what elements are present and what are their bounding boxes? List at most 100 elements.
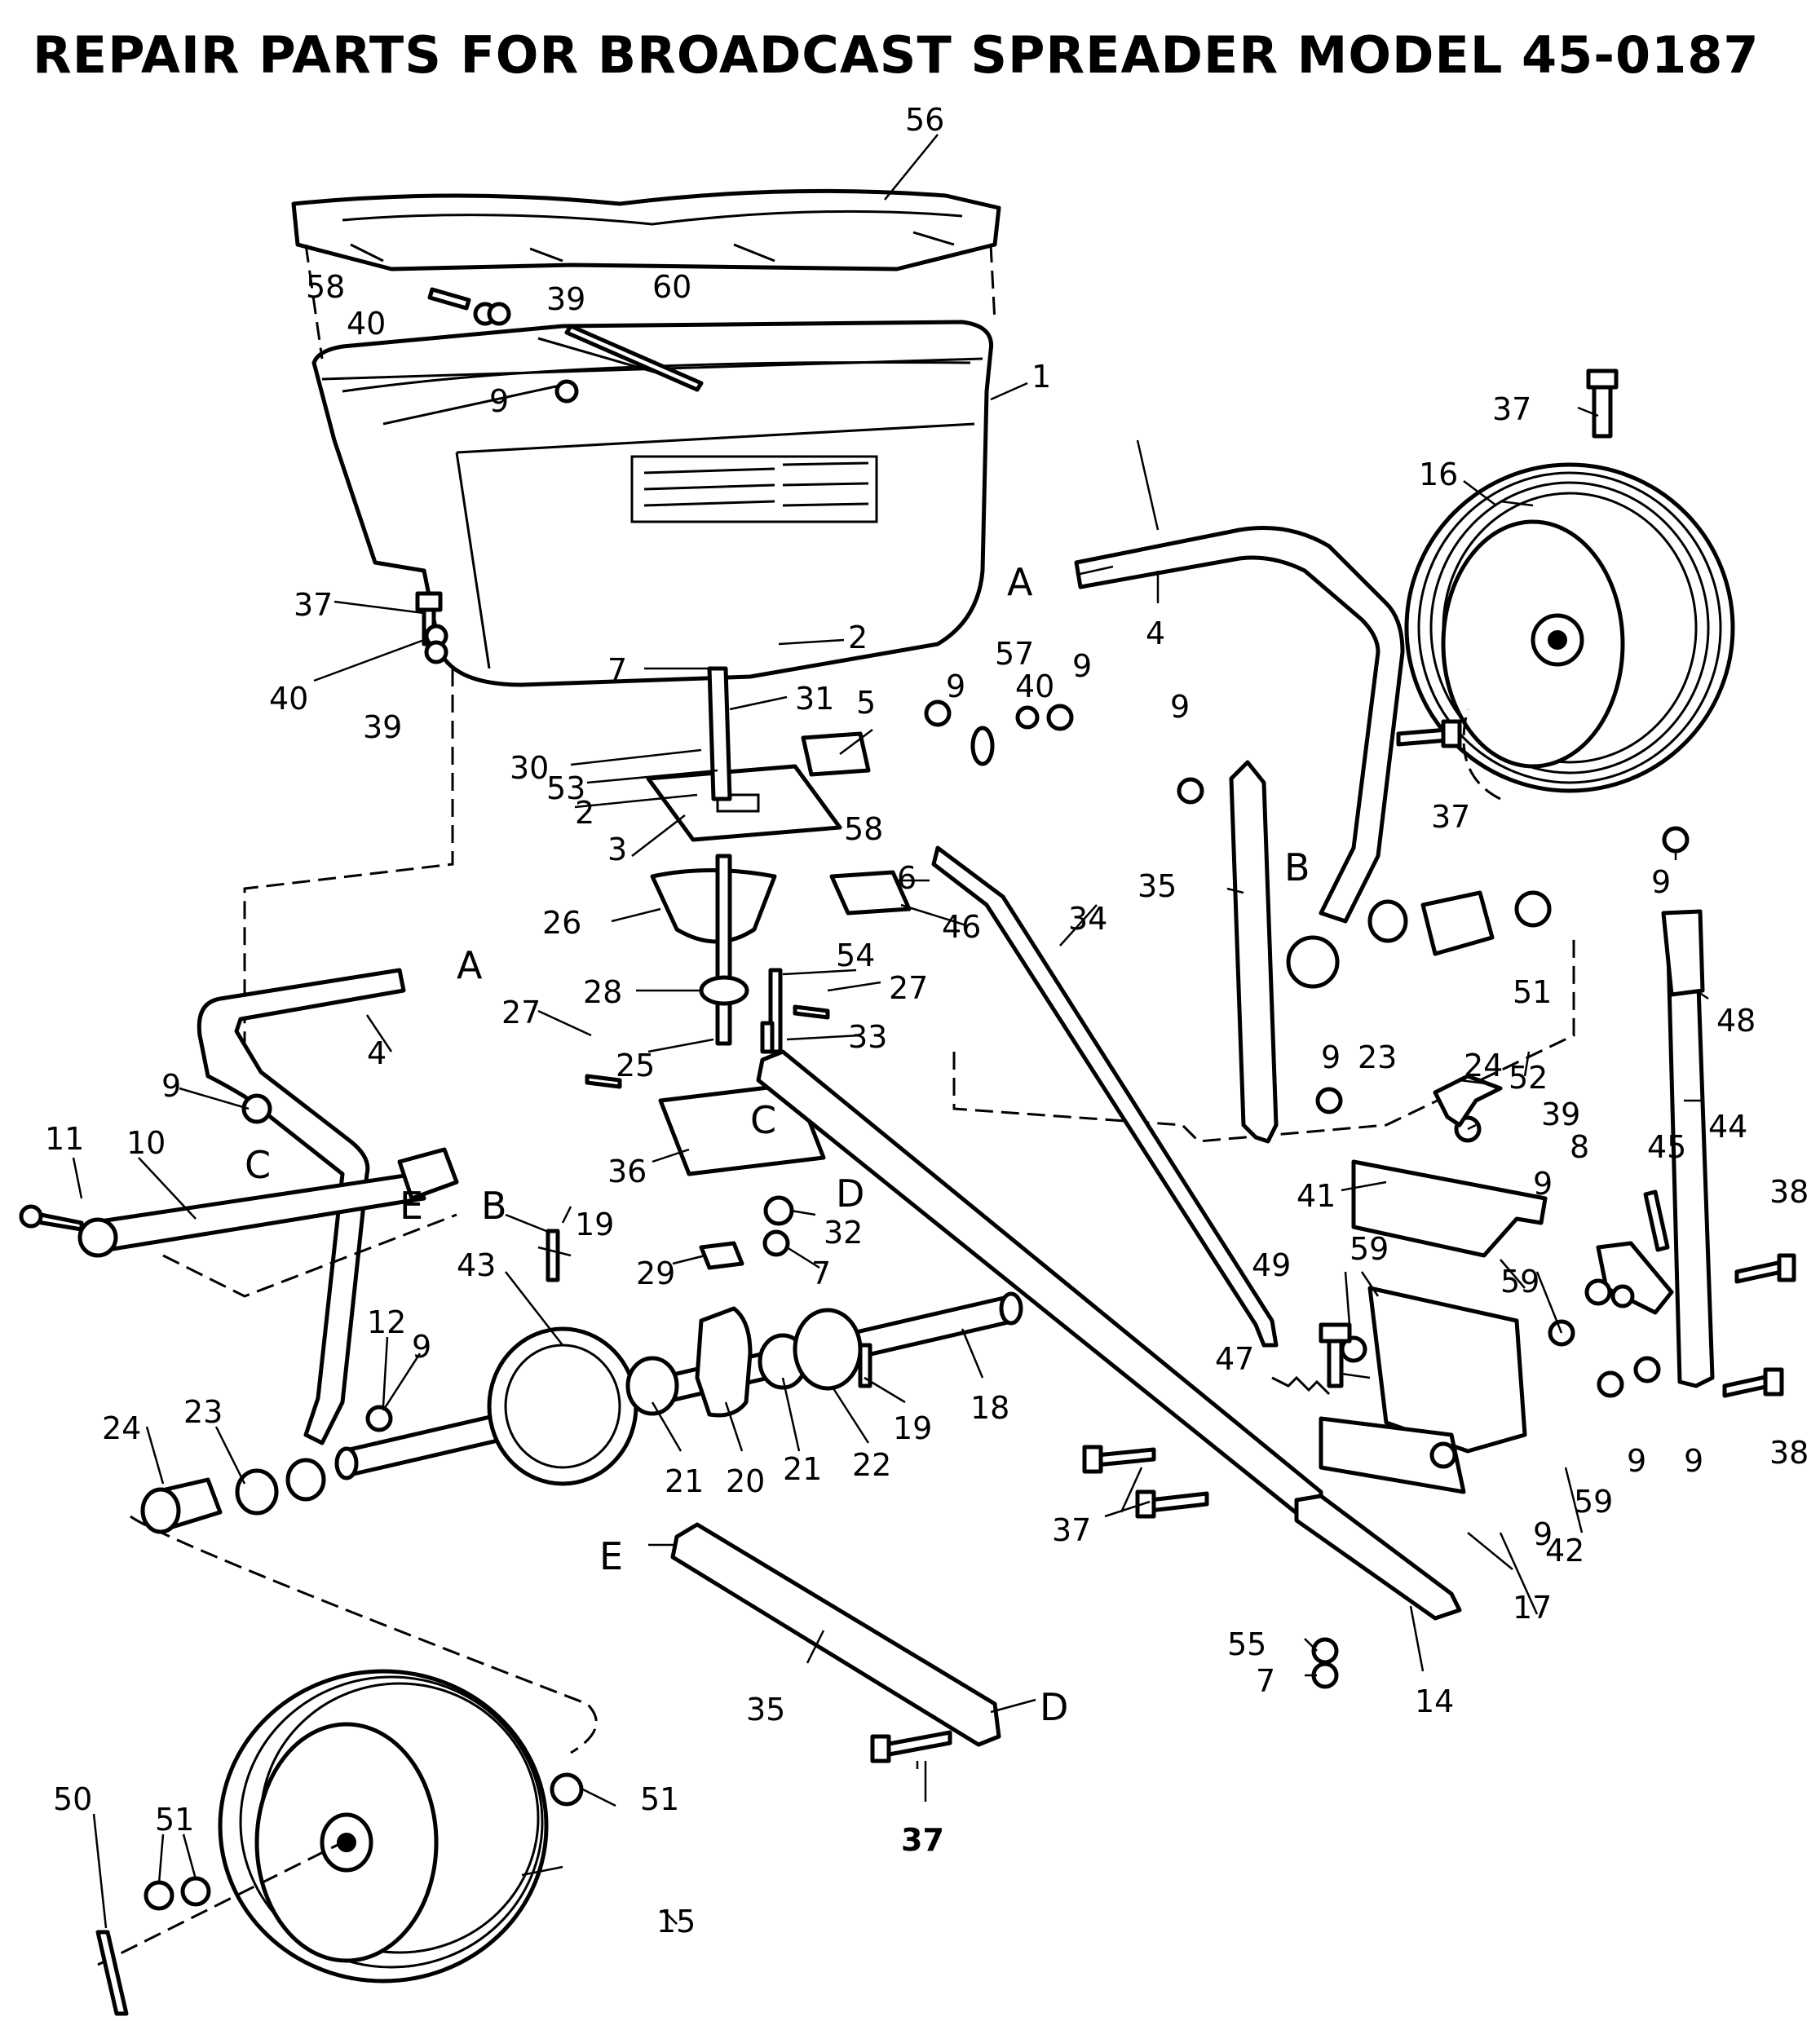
callout-38b: 38 [1769,1435,1809,1471]
frame-guide [952,938,1575,1143]
callout-35b: 35 [746,1692,785,1728]
callout-9a: 9 [489,383,509,419]
axle-guide-center [97,1841,343,1966]
connector-b-left: B [481,1184,507,1228]
callout-6: 6 [897,860,917,896]
connector-letters: A A B B C C D D E E [245,560,1310,1729]
callout-5: 5 [856,685,876,721]
callout-30: 30 [510,750,549,786]
callout-27b: 27 [889,970,928,1006]
callout-8: 8 [1570,1129,1589,1165]
callout-36: 36 [607,1154,647,1189]
callout-24a: 24 [1464,1048,1503,1083]
connector-d-lower: D [1040,1685,1068,1729]
cover-guide-right [989,244,996,323]
callout-26: 26 [542,905,581,941]
callout-59b: 59 [1500,1264,1539,1300]
callout-50: 50 [53,1781,92,1817]
connector-b-right: B [1284,845,1310,889]
callout-40b: 40 [269,681,308,717]
callout-9c: 9 [1072,648,1092,684]
callout-7c: 7 [1256,1663,1275,1699]
hardware-parts [95,287,1796,2016]
callout-58a: 58 [306,269,345,305]
mount-guide-left [243,669,454,1092]
callout-9h: 9 [412,1329,431,1365]
cover-guide-left [304,244,324,360]
wheel-right [1404,462,1735,793]
callout-40c: 40 [1015,669,1054,704]
callout-19a: 19 [575,1207,614,1242]
callout-57: 57 [995,636,1034,672]
callout-60: 60 [652,269,691,305]
callout-18: 18 [970,1390,1009,1426]
connector-d-bar: D [836,1172,864,1216]
hitch-bracket [1294,1494,1462,1621]
callout-37e: 37 [901,1822,944,1858]
connector-a-right: A [1007,560,1033,604]
callout-23a: 23 [1358,1039,1397,1075]
callout-7b: 7 [811,1255,831,1291]
callout-59c: 59 [1574,1484,1613,1520]
callout-16: 16 [1419,457,1458,492]
connector-e-lower: E [599,1534,623,1578]
callout-9d: 9 [1170,689,1190,725]
callout-32: 32 [824,1215,863,1251]
callout-38a: 38 [1769,1174,1809,1210]
callout-49: 49 [1252,1247,1291,1283]
connector-c-plate: C [750,1098,776,1142]
callout-21b: 21 [783,1451,822,1487]
callout-9k: 9 [1684,1443,1703,1479]
connector-e-left: E [400,1184,423,1228]
callout-58b: 58 [844,811,883,847]
callout-7: 7 [607,652,627,688]
brace-lower [670,1522,1001,1747]
callout-39a: 39 [546,281,585,317]
connector-c-left: C [245,1143,271,1187]
callout-20: 20 [726,1463,765,1499]
lever-8 [1596,1241,1674,1315]
cross-bar [19,1147,459,1258]
callout-52: 52 [1509,1060,1548,1096]
callout-59a: 59 [1350,1231,1389,1267]
callout-37d: 37 [1052,1512,1091,1548]
callout-48: 48 [1716,1003,1756,1039]
callout-9g: 9 [161,1068,181,1104]
callout-51b: 51 [640,1781,679,1817]
callout-1: 1 [1031,359,1051,395]
callout-25: 25 [616,1048,655,1083]
callout-4b: 4 [367,1035,387,1071]
callout-37a: 37 [1492,391,1531,427]
axle-assembly [140,1291,1023,1534]
callout-31: 31 [795,681,834,717]
callout-24b: 24 [102,1410,141,1446]
callout-39c: 39 [1541,1097,1580,1132]
callout-27a: 27 [501,995,541,1030]
callout-9i: 9 [1533,1166,1553,1202]
callout-2b: 2 [575,795,594,831]
axle-guide-right [1462,708,1501,801]
callout-41: 41 [1297,1178,1336,1214]
leader-lines [72,134,1709,1929]
callout-22: 22 [852,1447,891,1483]
connector-a-left: A [457,943,483,987]
page-title: REPAIR PARTS FOR BROADCAST SPREADER MODE… [33,25,1760,85]
callout-54: 54 [836,938,875,973]
callout-56: 56 [905,102,944,138]
callout-46: 46 [942,909,981,945]
callout-9l: 9 [1533,1516,1553,1552]
callout-labels: 1 2 2 3 4 4 5 6 7 7 7 8 9 9 9 9 9 9 9 9 … [45,102,1809,1939]
callout-37c: 37 [1431,799,1470,835]
callout-28: 28 [583,974,622,1010]
callout-10: 10 [126,1125,166,1161]
callout-51a: 51 [1513,974,1552,1010]
axle-guide-left [130,1515,598,1754]
gauge-bracket [1319,1159,1548,1494]
spreader-plates [646,666,912,1270]
callout-40a: 40 [347,306,386,342]
control-rod [931,845,1279,1348]
callout-37b: 37 [294,587,333,623]
handle [1661,909,1715,1388]
callout-55: 55 [1227,1626,1266,1662]
